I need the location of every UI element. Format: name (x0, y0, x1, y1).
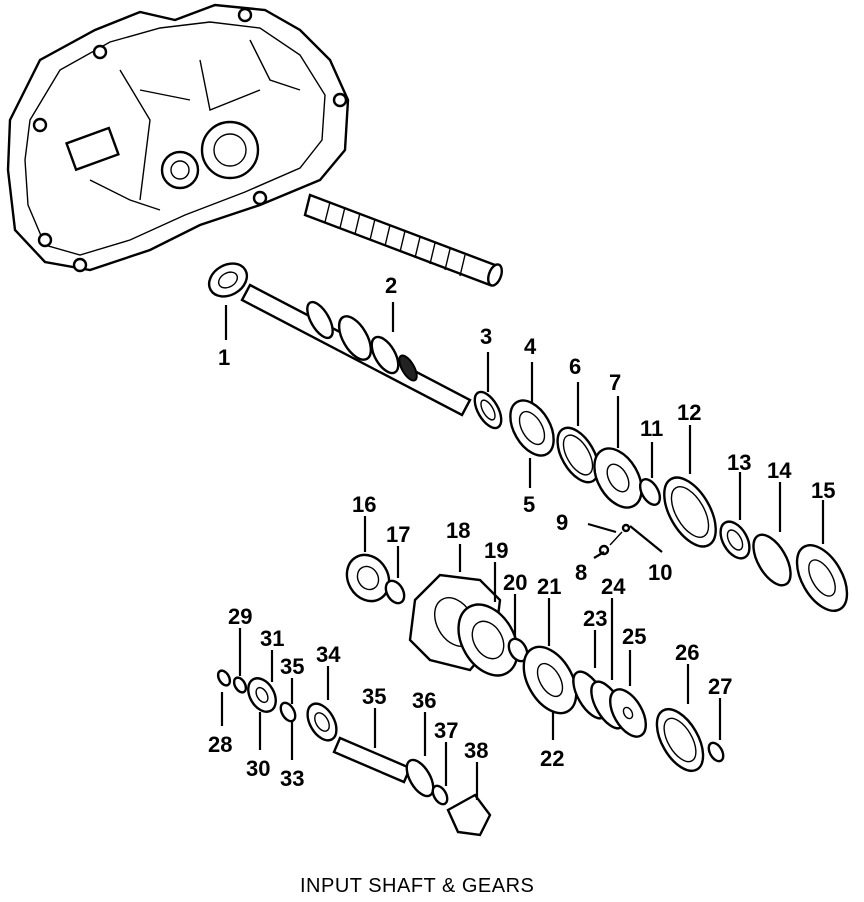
part-35-shaft (332, 736, 412, 784)
part-17-seal (384, 579, 406, 605)
part-7-synchro-hub (593, 447, 643, 509)
part-38-cap (446, 793, 492, 837)
output-shaft (303, 193, 503, 287)
callout-14: 14 (767, 458, 792, 483)
callout-24: 24 (601, 574, 626, 599)
callout-8: 8 (575, 560, 587, 585)
part-30-gear (247, 677, 277, 713)
part-3-needle-bearing (473, 390, 503, 430)
callout-9: 9 (556, 510, 568, 535)
callout-20: 20 (503, 570, 527, 595)
callout-23: 23 (583, 606, 607, 631)
part-12-sleeve (663, 476, 717, 548)
part-37-ring (431, 784, 449, 806)
callout-35-left: 35 (280, 654, 304, 679)
callout-16: 16 (352, 492, 376, 517)
callout-2: 2 (385, 273, 397, 298)
callout-22: 22 (540, 746, 564, 771)
callout-36: 36 (412, 688, 436, 713)
part-1-bearing (207, 262, 249, 298)
callout-7: 7 (609, 370, 621, 395)
callout-18: 18 (446, 518, 470, 543)
transmission-housing (6, 3, 350, 273)
callout-4: 4 (524, 334, 537, 359)
part-15-gear (795, 544, 849, 612)
leader-lines (220, 302, 825, 800)
callout-3: 3 (480, 324, 492, 349)
callout-27: 27 (708, 674, 732, 699)
callout-5: 5 (523, 492, 535, 517)
part-4-gear (509, 399, 555, 457)
part-34-bearing (306, 702, 338, 742)
part-21-gear (522, 645, 578, 715)
callout-29: 29 (228, 604, 252, 629)
callout-1: 1 (218, 345, 230, 370)
callout-31: 31 (260, 626, 284, 651)
part-33-ring (279, 701, 297, 723)
callout-25: 25 (622, 624, 646, 649)
part-11-ring (638, 478, 662, 506)
callout-33: 33 (280, 766, 304, 791)
callout-labels: 1 2 3 4 5 6 7 8 9 10 11 12 13 14 15 16 1… (208, 273, 835, 791)
callout-17: 17 (386, 522, 410, 547)
callout-15: 15 (811, 478, 835, 503)
part-16-bearing (345, 553, 391, 603)
callout-13: 13 (727, 450, 751, 475)
callout-28: 28 (208, 732, 232, 757)
callout-11: 11 (640, 416, 663, 441)
callout-26: 26 (675, 640, 699, 665)
part-28-clip (216, 669, 232, 687)
callout-38: 38 (464, 738, 488, 763)
part-29-washer (232, 676, 248, 694)
diagram-caption: INPUT SHAFT & GEARS (300, 875, 534, 897)
part-25-washer (609, 688, 647, 738)
callout-30: 30 (246, 756, 270, 781)
part-19-cover (457, 603, 519, 677)
part-36-gear (405, 758, 435, 798)
part-2-input-shaft (240, 283, 472, 417)
part-27-washer (707, 741, 725, 763)
callout-6: 6 (569, 354, 581, 379)
callout-34: 34 (316, 642, 341, 667)
callout-21: 21 (537, 574, 561, 599)
part-14-ring (752, 533, 792, 587)
callout-35-right: 35 (362, 684, 386, 709)
callout-37: 37 (434, 718, 458, 743)
part-13-needle-bearing (719, 520, 751, 560)
callout-19: 19 (484, 538, 508, 563)
part-26-race (655, 708, 705, 772)
part-6-synchro-ring (556, 426, 600, 484)
callout-10: 10 (648, 560, 672, 585)
callout-12: 12 (677, 400, 701, 425)
